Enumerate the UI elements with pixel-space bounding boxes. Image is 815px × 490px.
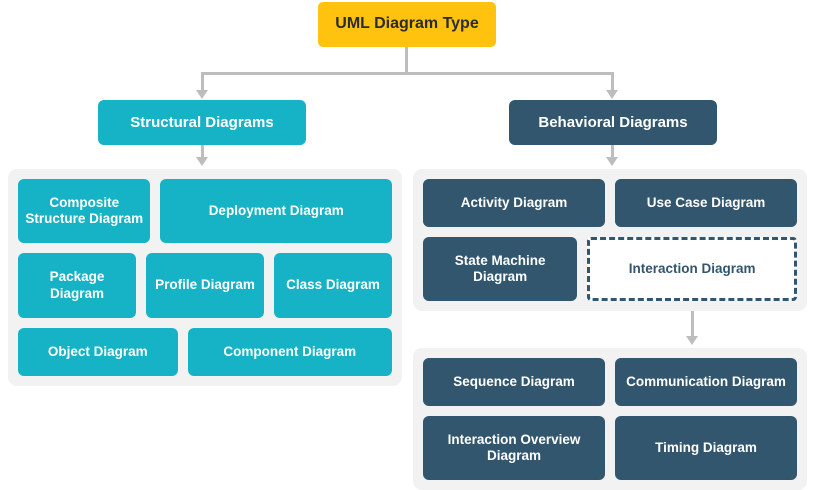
panel-row: Activity Diagram Use Case Diagram — [423, 179, 797, 227]
branch-node-behavioral-diagrams[interactable]: Behavioral Diagrams — [509, 100, 717, 145]
panel-row: Composite Structure Diagram Deployment Di… — [18, 179, 392, 244]
node-class-diagram[interactable]: Class Diagram — [274, 253, 392, 318]
connector-root-bus — [201, 72, 613, 75]
panel-row: Interaction Overview Diagram Timing Diagr… — [423, 415, 797, 480]
node-label: Activity Diagram — [460, 194, 568, 210]
node-use-case-diagram[interactable]: Use Case Diagram — [615, 179, 797, 227]
node-label: Timing Diagram — [655, 439, 757, 455]
node-interaction-overview-diagram[interactable]: Interaction Overview Diagram — [423, 415, 605, 480]
connector-root-stem — [405, 47, 408, 74]
node-label: Object Diagram — [47, 343, 148, 359]
node-profile-diagram[interactable]: Profile Diagram — [146, 253, 264, 318]
branch-behavioral-label: Behavioral Diagrams — [538, 113, 688, 131]
arrowhead-to-behavioral-icon — [606, 90, 618, 99]
node-component-diagram[interactable]: Component Diagram — [187, 327, 392, 376]
node-label: State Machine Diagram — [454, 252, 546, 284]
connector-to-structural — [201, 72, 204, 92]
node-label: Communication Diagram — [626, 373, 786, 389]
branch-structural-label: Structural Diagrams — [130, 113, 274, 131]
node-composite-structure-diagram[interactable]: Composite Structure Diagram — [18, 179, 151, 244]
node-communication-diagram[interactable]: Communication Diagram — [615, 358, 797, 406]
connector-interaction-to-subgroup — [691, 311, 694, 338]
node-sequence-diagram[interactable]: Sequence Diagram — [423, 358, 605, 406]
node-package-diagram[interactable]: Package Diagram — [18, 253, 136, 318]
panel-row: Package Diagram Profile Diagram Class Diag… — [18, 253, 392, 318]
connector-to-behavioral — [611, 72, 614, 92]
panel-row: State Machine Diagram Interaction Diagram — [423, 236, 797, 301]
node-label: Class Diagram — [286, 277, 380, 293]
root-node-label: UML Diagram Type — [335, 15, 479, 33]
panel-row: Sequence Diagram Communication Diagram — [423, 358, 797, 406]
arrowhead-to-structural-icon — [196, 90, 208, 99]
node-timing-diagram[interactable]: Timing Diagram — [615, 415, 797, 480]
node-label: Component Diagram — [223, 343, 357, 359]
arrowhead-structural-group-icon — [196, 157, 208, 166]
panel-row: Object Diagram Component Diagram — [18, 327, 392, 376]
arrowhead-interaction-subgroup-icon — [686, 336, 698, 345]
structural-group-panel: Composite Structure Diagram Deployment Di… — [8, 169, 402, 386]
connector-structural-to-group — [201, 145, 204, 159]
arrowhead-behavioral-group-icon — [606, 157, 618, 166]
node-label: Profile Diagram — [155, 277, 255, 293]
branch-node-structural-diagrams[interactable]: Structural Diagrams — [98, 100, 306, 145]
node-label: Deployment Diagram — [208, 203, 344, 219]
node-label: Interaction Overview Diagram — [447, 431, 581, 463]
node-interaction-diagram[interactable]: Interaction Diagram — [587, 236, 797, 301]
node-label: Use Case Diagram — [646, 194, 766, 210]
node-deployment-diagram[interactable]: Deployment Diagram — [160, 179, 392, 244]
node-label: Sequence Diagram — [453, 373, 575, 389]
node-label: Interaction Diagram — [628, 260, 756, 276]
node-state-machine-diagram[interactable]: State Machine Diagram — [423, 236, 578, 301]
node-activity-diagram[interactable]: Activity Diagram — [423, 179, 605, 227]
root-node-uml-diagram-type[interactable]: UML Diagram Type — [318, 2, 496, 47]
node-label: Composite Structure Diagram — [25, 195, 144, 227]
connector-behavioral-to-group — [611, 145, 614, 159]
node-object-diagram[interactable]: Object Diagram — [18, 327, 178, 376]
node-label: Package Diagram — [49, 269, 105, 301]
